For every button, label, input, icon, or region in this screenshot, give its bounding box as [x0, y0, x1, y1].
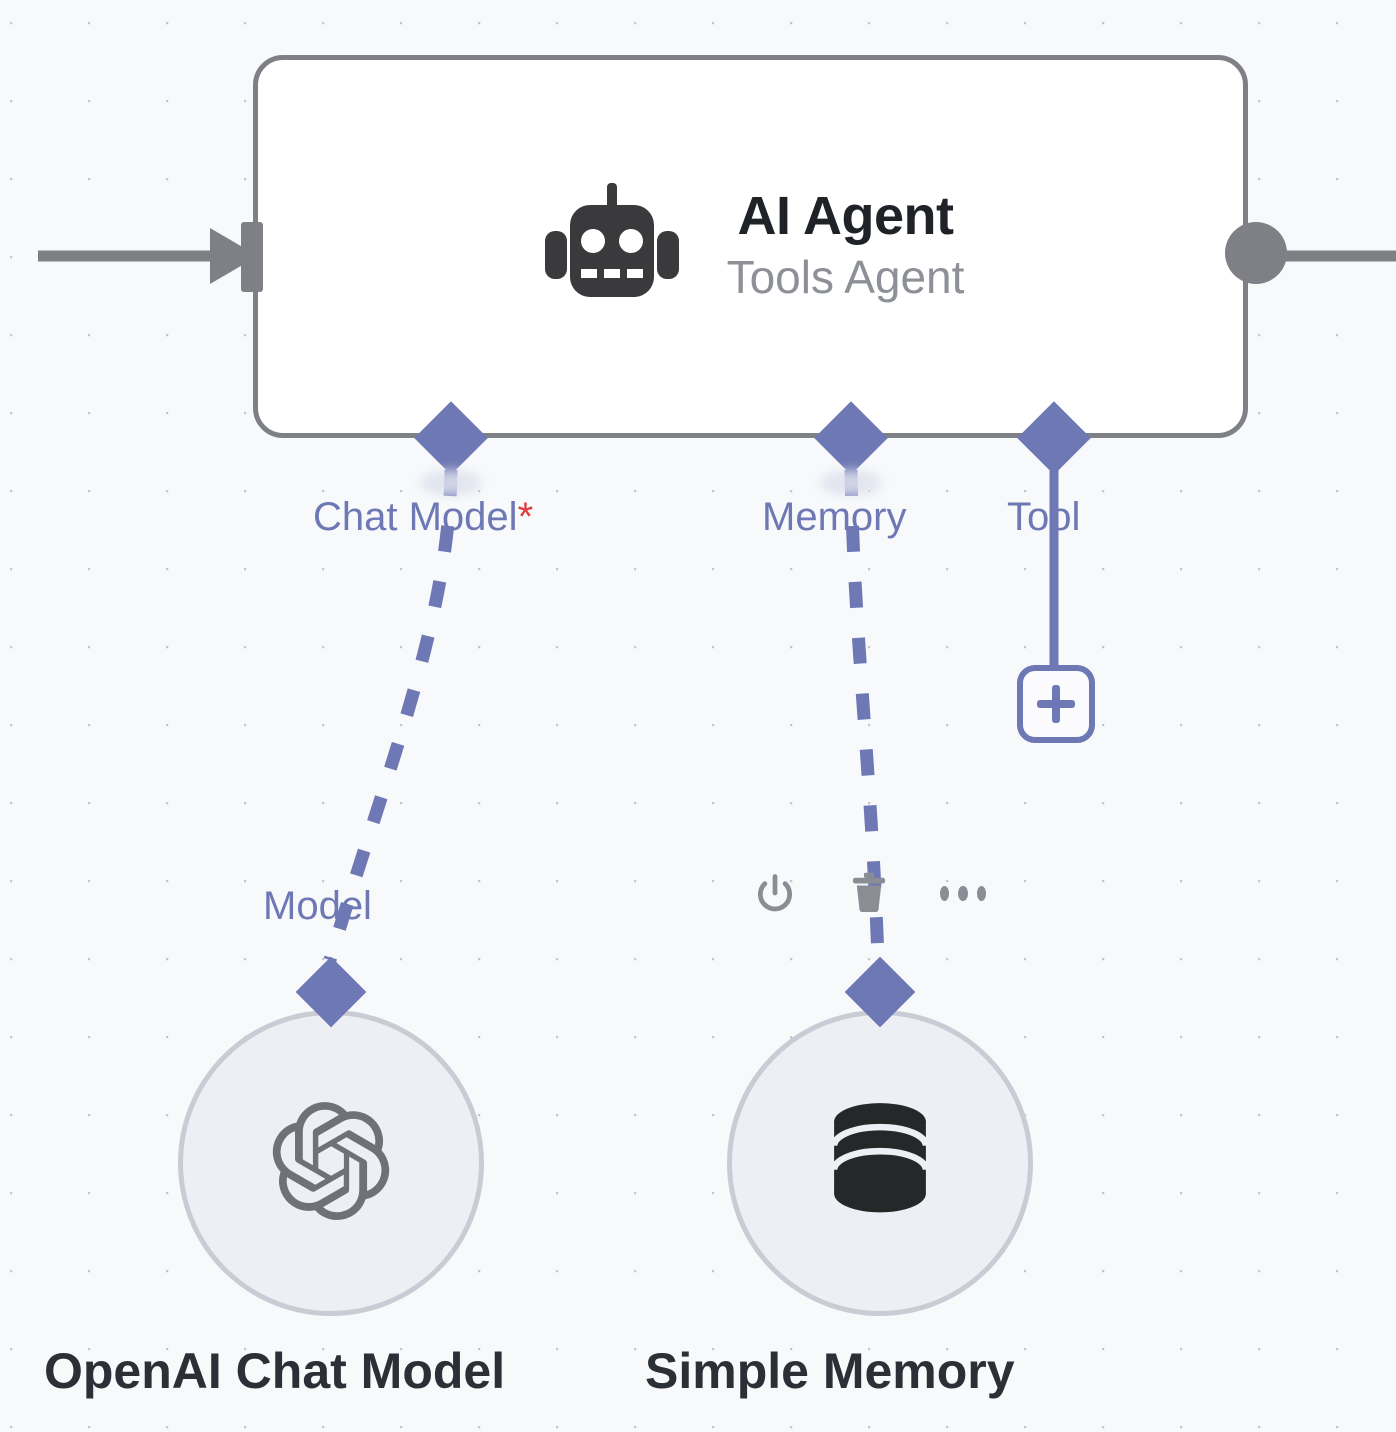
ai-agent-node[interactable]: AI Agent Tools Agent: [253, 55, 1248, 438]
port-chat-model-halo: [420, 470, 482, 496]
agent-subtitle: Tools Agent: [726, 250, 965, 303]
power-icon[interactable]: [752, 870, 798, 916]
port-memory-halo: [820, 470, 882, 496]
openai-icon: [272, 1101, 390, 1225]
port-chat-model-label: Chat Model*: [313, 495, 533, 540]
ellipsis-dot: [958, 885, 968, 901]
required-marker: *: [517, 495, 534, 539]
port-memory-label: Memory: [762, 495, 907, 539]
ellipsis-icon[interactable]: [940, 870, 986, 916]
robot-icon: [537, 183, 687, 306]
simple-memory-node[interactable]: [706, 989, 1054, 1337]
ellipsis-dot: [976, 885, 986, 901]
database-icon: [826, 1102, 934, 1225]
port-chat-model-text: Chat Model: [313, 495, 518, 539]
add-tool-button[interactable]: [1017, 665, 1095, 743]
port-tool-label: Tool: [1007, 495, 1081, 539]
openai-chat-model-label: OpenAI Chat Model: [44, 1343, 506, 1399]
node-input-endpoint[interactable]: [241, 222, 263, 292]
openai-chat-model-node[interactable]: [178, 1010, 484, 1316]
port-model-label: Model: [263, 884, 372, 928]
trash-icon[interactable]: [846, 870, 892, 916]
simple-memory-label: Simple Memory: [645, 1343, 1015, 1399]
node-output-endpoint[interactable]: [1225, 222, 1287, 284]
page-title: AI Agent: [737, 185, 954, 246]
node-toolbar[interactable]: [752, 870, 986, 916]
ellipsis-dot: [940, 885, 950, 901]
